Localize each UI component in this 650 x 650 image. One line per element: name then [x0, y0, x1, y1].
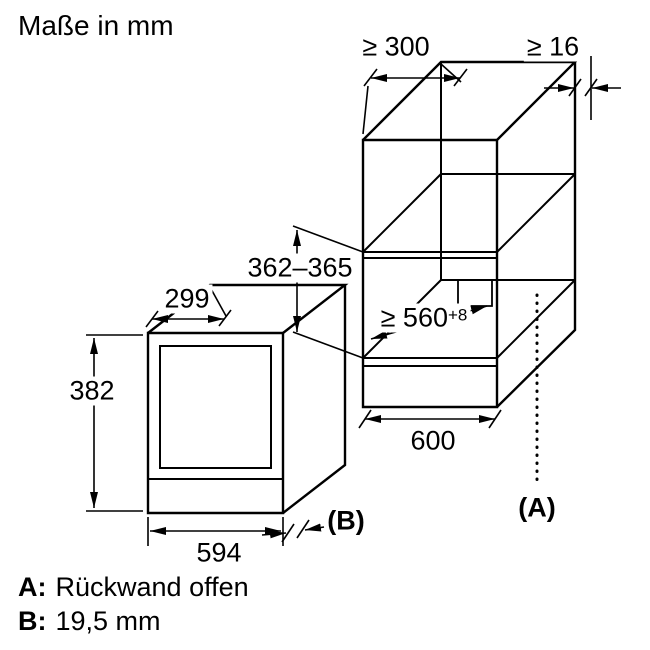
dimension-niche-height [292, 225, 364, 359]
dimension-oven-depth [145, 286, 232, 328]
legend-a-key: A: [18, 572, 47, 602]
dimension-rear-gap [544, 56, 621, 120]
door-protrusion-ref-label: (B) [327, 505, 365, 536]
legend: A: Rückwand offen B: 19,5 mm [18, 570, 249, 638]
niche-height-dim-label: 362–365 [244, 253, 356, 283]
legend-b-value: 19,5 mm [55, 606, 161, 636]
cabinet-width-dim-label: 600 [410, 425, 456, 456]
oven-door-window [159, 345, 272, 469]
niche-width-tolerance: +8 [447, 305, 468, 325]
niche-width-value: ≥ 560 [380, 302, 448, 333]
dimension-cabinet-width [358, 409, 502, 429]
niche-top-shelf [362, 173, 576, 259]
open-back-ref-label: (A) [518, 492, 556, 523]
legend-b-key: B: [18, 606, 47, 636]
oven-height-dim-label: 382 [66, 376, 118, 406]
legend-a-value: Rückwand offen [55, 572, 249, 602]
niche-width-dim-label: ≥ 560+8 [377, 302, 471, 333]
legend-row-b: B: 19,5 mm [18, 604, 249, 638]
cabinet-isometric [361, 60, 578, 484]
rear-gap-dim-label: ≥ 16 [523, 32, 583, 62]
dimension-oven-height [86, 334, 143, 512]
dimension-niche-depth [362, 63, 468, 135]
dimension-door-protrusion [261, 519, 325, 543]
oven-width-dim-label: 594 [196, 537, 242, 568]
oven-depth-dim-label: 299 [161, 284, 213, 314]
cable-cutout [457, 280, 493, 307]
page-title: Maße in mm [18, 10, 174, 41]
niche-depth-dim-label: ≥ 300 [359, 32, 433, 62]
legend-row-a: A: Rückwand offen [18, 570, 249, 604]
